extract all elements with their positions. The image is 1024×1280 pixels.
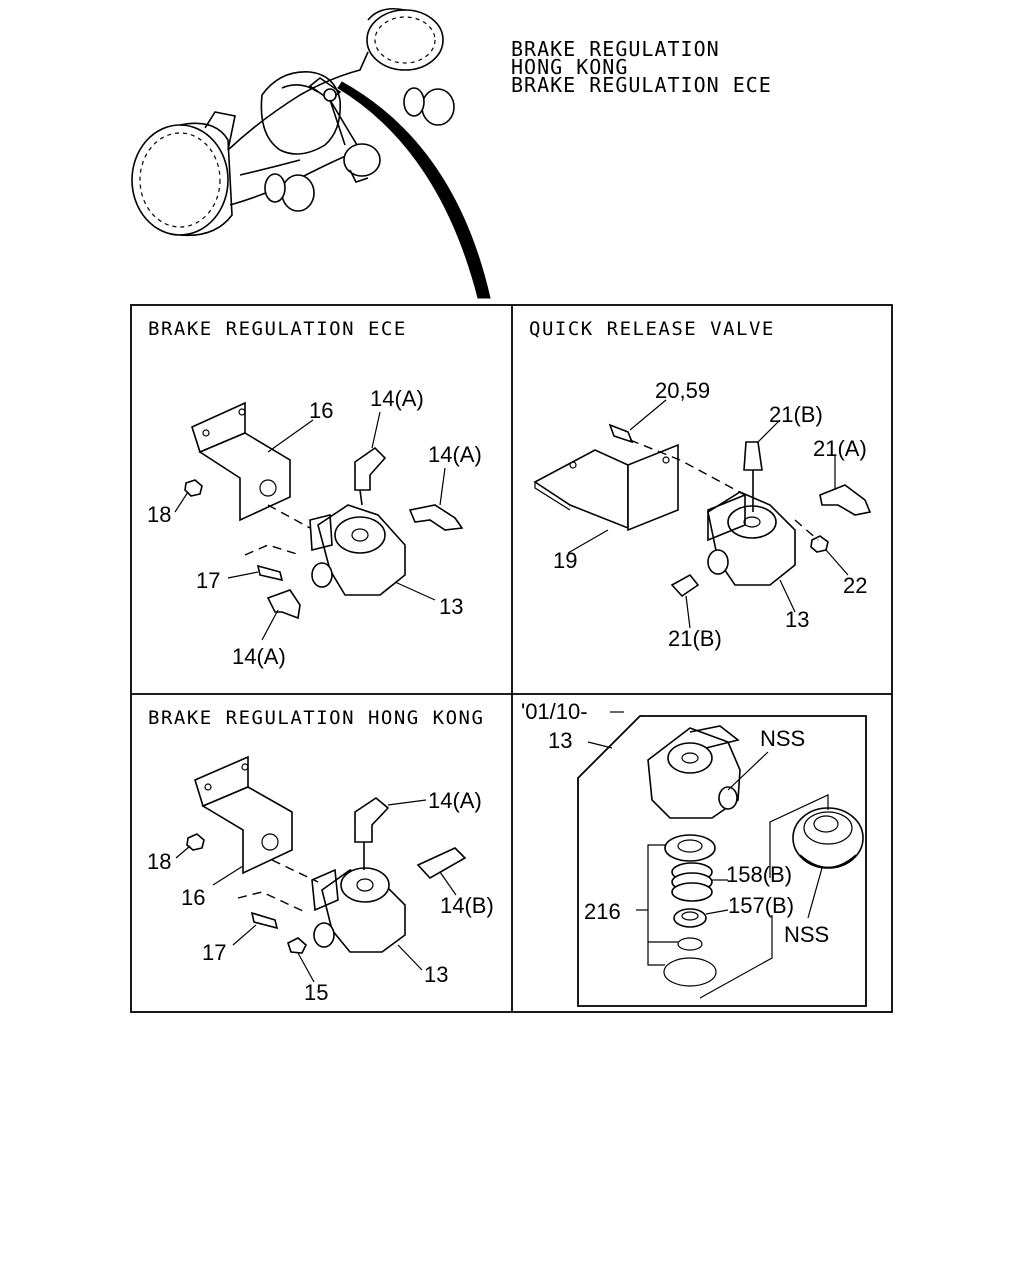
qrv-label-19: 19	[553, 548, 577, 573]
panel-hk: BRAKE REGULATION HONG KONG	[147, 707, 494, 1005]
axle-illustration	[131, 7, 491, 299]
kit-label-157b: 157(B)	[728, 893, 794, 918]
hk-label-15: 15	[304, 980, 328, 1005]
fitting-14a-hk	[354, 797, 390, 870]
qrv-label-13: 13	[785, 607, 809, 632]
fitting-14a-bottom	[266, 589, 301, 620]
qrv-label-22: 22	[843, 573, 867, 598]
qrv-label-21b-top: 21(B)	[769, 402, 823, 427]
hk-label-14b: 14(B)	[440, 893, 494, 918]
kit-label-216: 216	[584, 899, 621, 924]
kit-label-13: 13	[548, 728, 572, 753]
fitting-14a-top	[354, 446, 387, 506]
panel-ece-title: BRAKE REGULATION ECE	[148, 318, 407, 340]
fitting-21b-bottom	[670, 573, 700, 598]
bolt-20-59	[608, 423, 634, 444]
kit-date: '01/10-	[521, 699, 588, 724]
kit-valve-nss	[647, 725, 741, 819]
fitting-21b-top	[743, 441, 763, 512]
panel-kit: '01/10-	[521, 699, 867, 1007]
valve-13	[309, 504, 406, 596]
fitting-14a-right	[408, 504, 464, 531]
nut-22	[810, 535, 829, 553]
kit-seal-157b	[673, 908, 707, 928]
hk-label-16: 16	[181, 885, 205, 910]
plug-15	[287, 937, 307, 954]
kit-label-158b: 158(B)	[726, 862, 792, 887]
header-line-2: HONG KONG	[511, 55, 628, 79]
kit-label-nss-bottom: NSS	[784, 922, 829, 947]
ece-label-14a-top: 14(A)	[370, 386, 424, 411]
hk-label-13: 13	[424, 962, 448, 987]
header-line-3: BRAKE REGULATION ECE	[511, 73, 772, 97]
bolt-17	[256, 564, 284, 582]
nut-18	[184, 479, 203, 497]
kit-label-nss-top: NSS	[760, 726, 805, 751]
hk-label-18: 18	[147, 849, 171, 874]
ece-label-18: 18	[147, 502, 171, 527]
panel-qrv-title: QUICK RELEASE VALVE	[529, 318, 775, 340]
kit-cover-nss	[792, 807, 864, 869]
valve-13-hk	[311, 867, 406, 953]
panel-qrv: QUICK RELEASE VALVE	[529, 318, 872, 651]
panel-hk-title: BRAKE REGULATION HONG KONG	[148, 707, 484, 729]
panel-grid	[130, 304, 893, 1013]
ece-label-14a-bottom: 14(A)	[232, 644, 286, 669]
panel-ece: BRAKE REGULATION ECE	[147, 318, 482, 669]
hk-label-17: 17	[202, 940, 226, 965]
qrv-label-21a: 21(A)	[813, 436, 867, 461]
bracket-19	[533, 443, 679, 532]
qrv-label-20-59: 20,59	[655, 378, 710, 403]
fitting-14b	[416, 847, 467, 880]
header-line-1: BRAKE REGULATION	[511, 37, 720, 61]
ece-label-17: 17	[196, 568, 220, 593]
ece-label-14a-right: 14(A)	[428, 442, 482, 467]
hk-label-14a: 14(A)	[428, 788, 482, 813]
ece-label-16: 16	[309, 398, 333, 423]
valve-13-qrv	[707, 491, 796, 586]
ece-label-13: 13	[439, 594, 463, 619]
bolt-17-hk	[250, 911, 279, 930]
kit-o-ring-large	[663, 957, 717, 987]
kit-o-ring-small	[677, 937, 703, 951]
fitting-21a	[819, 484, 872, 516]
bracket-16	[191, 401, 291, 522]
qrv-label-21b-bottom: 21(B)	[668, 626, 722, 651]
kit-seal-upper	[664, 834, 716, 862]
kit-spring-158b	[671, 862, 713, 902]
bracket-16-hk	[194, 755, 293, 875]
header-text: BRAKE REGULATION HONG KONG BRAKE REGULAT…	[511, 37, 772, 97]
nut-18-hk	[186, 833, 205, 851]
